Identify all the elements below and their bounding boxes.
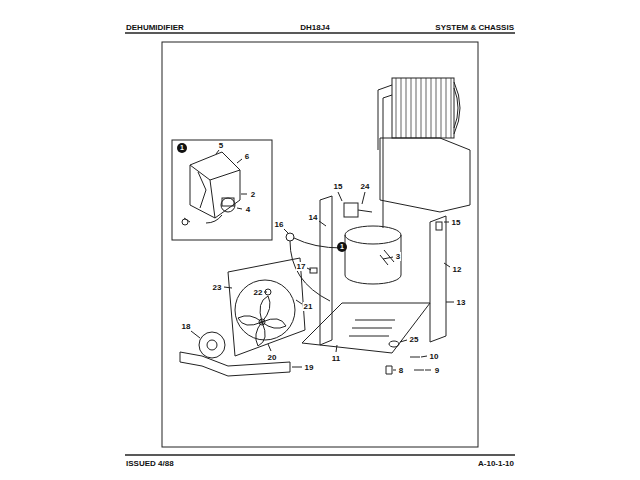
header-text: SYSTEM & CHASSIS: [434, 23, 515, 32]
callout-number: 21: [303, 302, 314, 311]
callout-number: 8: [398, 366, 404, 375]
callout-number: 1: [177, 143, 187, 153]
callout-number: 10: [429, 352, 440, 361]
callout-number: 12: [452, 265, 463, 274]
callout-number: 17: [296, 262, 307, 271]
callout-number: 6: [244, 152, 250, 161]
model-number: DH18J4: [299, 23, 330, 32]
callout-number: 1: [337, 242, 347, 252]
header-text: DEHUMIDIFIER: [125, 23, 185, 32]
callout-number: 22: [253, 288, 264, 297]
callout-number: 13: [456, 298, 467, 307]
callout-number: 11: [331, 354, 341, 363]
callout-number: 25: [409, 335, 420, 344]
callout-number: 3: [395, 252, 401, 261]
callout-number: 2: [250, 190, 256, 199]
callout-number: 16: [274, 220, 285, 229]
callout-number: 24: [360, 182, 371, 191]
callout-number: 9: [434, 366, 440, 375]
callout-number: 15: [333, 182, 344, 191]
footer-text: ISSUED 4/88: [125, 459, 175, 468]
callout-number: 5: [218, 141, 224, 150]
callout-number: 19: [304, 363, 315, 372]
callout-number: 18: [181, 322, 192, 331]
footer-text: A-10-1-10: [477, 459, 515, 468]
callout-number: 23: [212, 283, 223, 292]
callout-number: 20: [267, 353, 278, 362]
callout-number: 15: [451, 218, 462, 227]
callout-number: 14: [308, 213, 319, 222]
callout-number: 4: [245, 205, 251, 214]
